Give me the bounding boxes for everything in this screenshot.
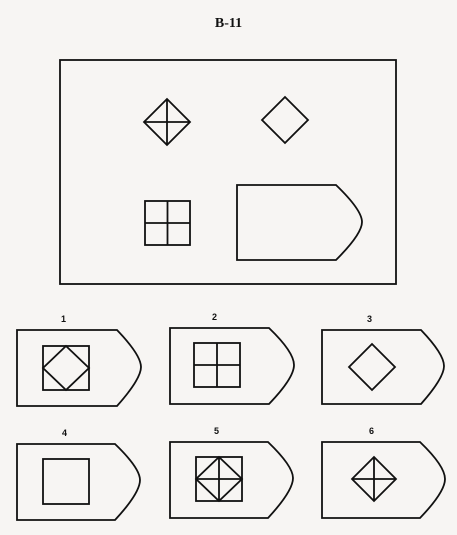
option-1-label: 1 (61, 314, 67, 324)
matrix-diamond (260, 95, 310, 145)
puzzle-title: B-11 (214, 16, 243, 31)
option-4-label: 4 (62, 428, 68, 438)
matrix-square-with-cross (144, 200, 191, 246)
option-6[interactable] (321, 441, 446, 519)
option-3[interactable] (321, 329, 445, 405)
option-6-label: 6 (369, 426, 375, 436)
option-2[interactable] (169, 327, 295, 405)
option-4[interactable] (16, 443, 141, 521)
option-1[interactable] (16, 329, 142, 407)
option-2-label: 2 (212, 312, 218, 322)
missing-piece-slot[interactable] (236, 184, 363, 261)
option-5-label: 5 (214, 426, 220, 436)
option-3-label: 3 (367, 314, 373, 324)
matrix-diamond-with-cross (142, 97, 192, 147)
matrix-frame (59, 59, 397, 285)
option-5[interactable] (169, 441, 294, 519)
